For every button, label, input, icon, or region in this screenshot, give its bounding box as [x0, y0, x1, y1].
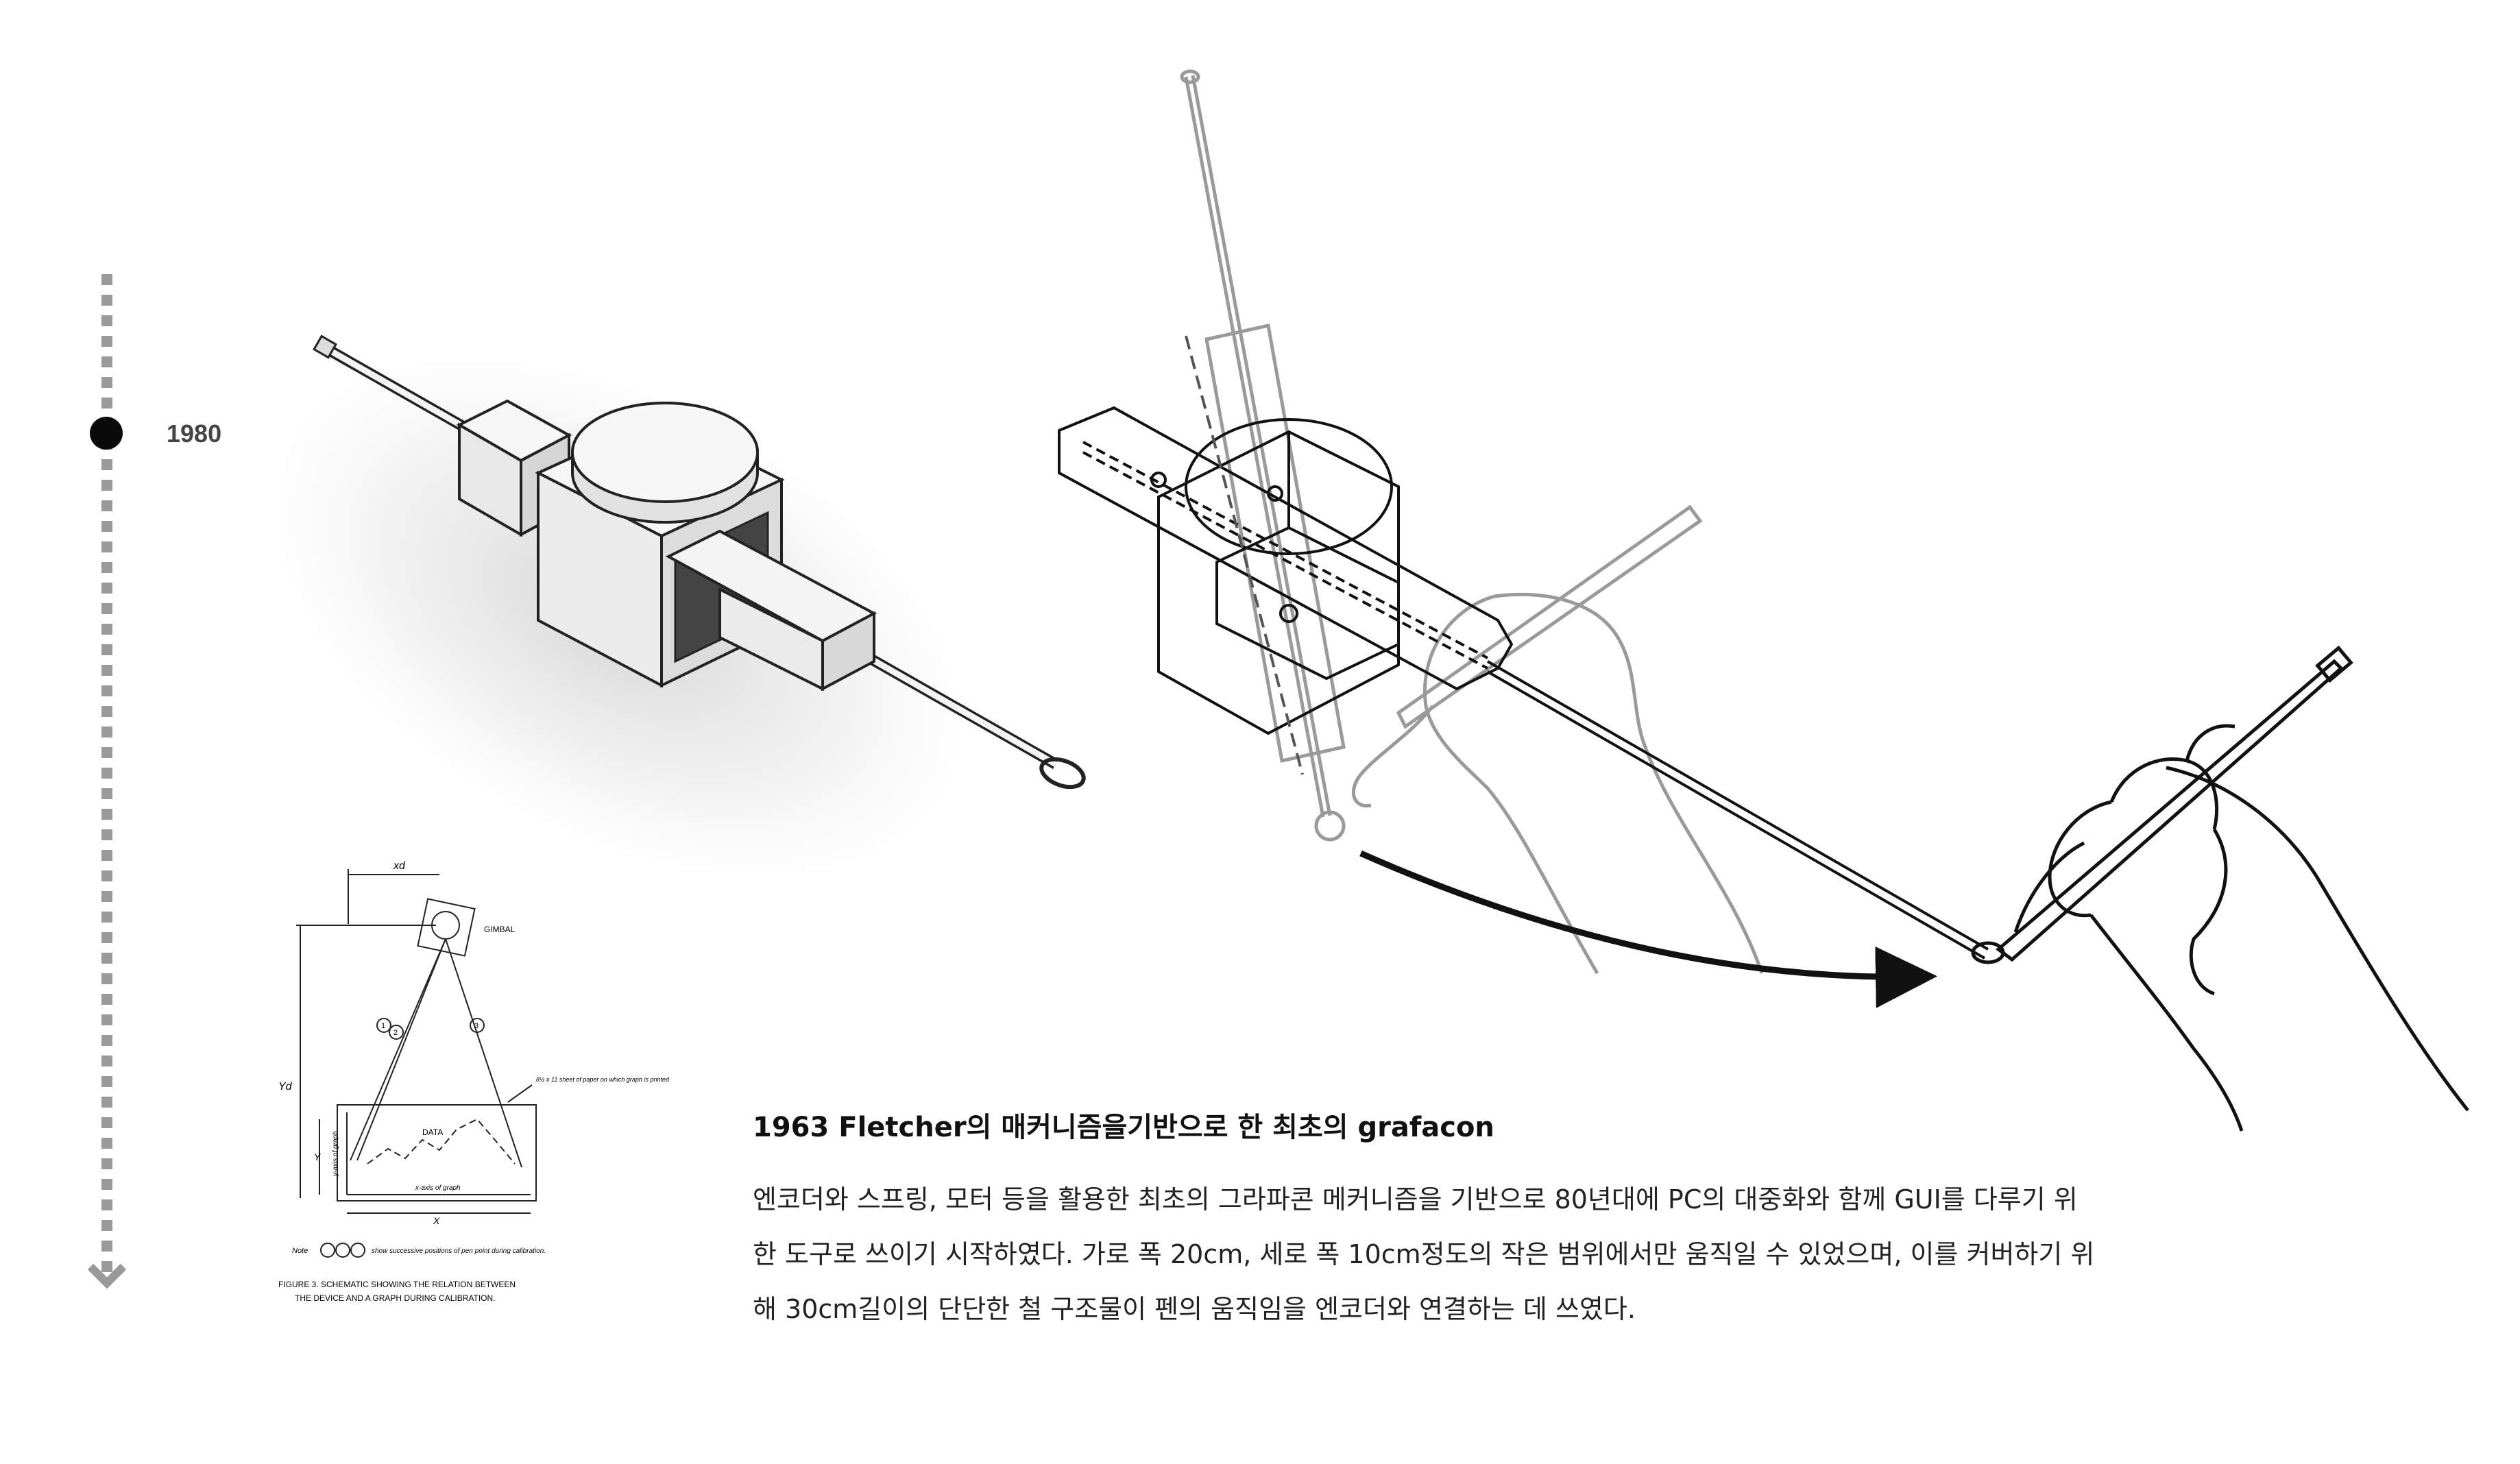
- ghost-pen-position: [1180, 69, 1764, 975]
- caption-body: 엔코더와 스프링, 모터 등을 활용한 최초의 그라파콘 메커니즘을 기반으로 …: [753, 1184, 2095, 1324]
- chevron-down-icon: [87, 1263, 127, 1289]
- fig-label-y-axis: y-axis of graph: [332, 1131, 339, 1177]
- motion-arrow-icon: [1359, 850, 1937, 1008]
- timeline-dashed-line: [101, 274, 112, 1275]
- timeline-year-label: 1980: [167, 419, 222, 448]
- fig-note-prefix: Note: [292, 1247, 308, 1255]
- device-wireframe: [1058, 335, 1989, 960]
- fig-note-text: show successive positions of pen point d…: [372, 1247, 546, 1255]
- fig-label-paper: 8½ x 11 sheet of paper on which graph is…: [536, 1076, 670, 1083]
- timeline: [86, 274, 128, 1316]
- caption-block: 1963 Fletcher의 매커니즘을기반으로 한 최초의 grafacon …: [753, 1105, 2124, 1337]
- fig-label-yd: Yd: [278, 1081, 293, 1093]
- fig-label-x: X: [433, 1215, 440, 1226]
- device-render: [224, 321, 1086, 912]
- fig-label-y: Y: [314, 1151, 322, 1162]
- fig-label-data: DATA: [422, 1127, 443, 1137]
- caption-title: 1963 Fletcher의 매커니즘을기반으로 한 최초의 grafacon: [753, 1112, 1494, 1143]
- calibration-schematic-figure: xd Yd Y X GIMBAL 8½ x 11 sheet of paper …: [278, 860, 670, 1303]
- hand-holding-stylus: [1971, 645, 2469, 1132]
- fig-circle-1: 1: [381, 1022, 385, 1030]
- timeline-dot-icon: [90, 417, 123, 450]
- fig-caption-line-1: FIGURE 3. SCHEMATIC SHOWING THE RELATION…: [278, 1280, 516, 1289]
- fig-circle-2: 2: [393, 1029, 398, 1037]
- fig-caption-line-2: THE DEVICE AND A GRAPH DURING CALIBRATIO…: [295, 1293, 496, 1303]
- fig-label-x-axis: x-axis of graph: [415, 1184, 461, 1192]
- fig-circle-3: 3: [474, 1022, 478, 1030]
- fig-label-gimbal: GIMBAL: [484, 925, 516, 934]
- fig-label-xd: xd: [393, 860, 406, 872]
